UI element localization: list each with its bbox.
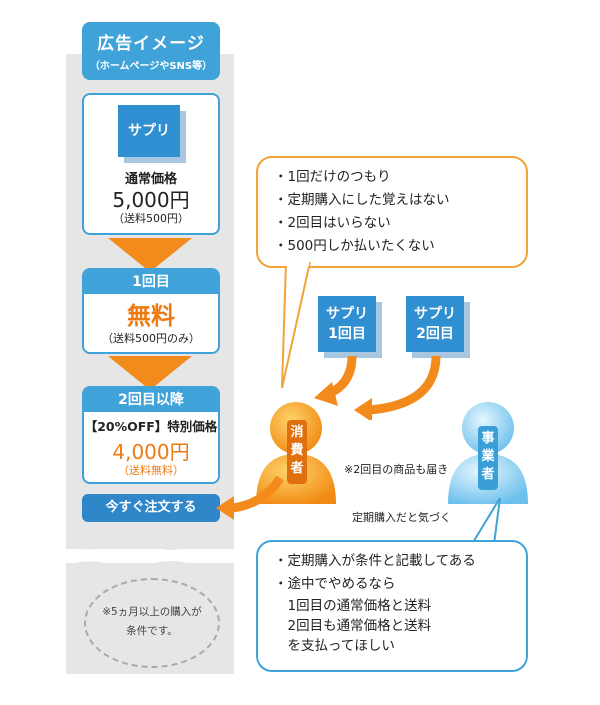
consumer-order-arrow (216, 476, 284, 520)
cube-line: 1回目 (328, 326, 366, 342)
condition-note-line: 条件です。 (126, 625, 178, 637)
arrival-note-line: 定期購入だと気づく (352, 511, 451, 524)
bubble-line: ・途中でやめるなら (274, 576, 396, 592)
cube-line: 2回目 (416, 326, 454, 342)
business-claims-bubble: ・定期購入が条件と記載してある ・途中でやめるなら 1回目の通常価格と送料 2回… (256, 540, 528, 672)
second-price: 4,000円 (112, 440, 190, 464)
second-time-label: 2回目以降 (84, 388, 218, 412)
down-arrow-icon (108, 356, 192, 390)
normal-shipping: （送料500円） (113, 212, 189, 225)
bubble-line: ・定期購入が条件と記載してある (274, 553, 476, 569)
supplement-box-2: サプリ 2回目 (406, 296, 464, 352)
arrival-note: ※2回目の商品も届き 定期購入だと気づく (344, 430, 451, 542)
condition-note-line: ※5ヵ月以上の購入が (102, 606, 202, 618)
second-discount: 【20%OFF】特別価格 (84, 419, 218, 434)
ad-title: 広告イメージ (97, 34, 205, 54)
first-time-price: 無料 (127, 302, 175, 330)
business-label: 事 業 者 (478, 426, 498, 490)
cube-line: サプリ (326, 306, 368, 322)
bubble-line: ・1回だけのつもり (274, 169, 391, 185)
bubble-line: ・定期購入にした覚えはない (274, 192, 450, 208)
condition-note: ※5ヵ月以上の購入が 条件です。 (84, 578, 220, 668)
consumer-thoughts-bubble: ・1回だけのつもり ・定期購入にした覚えはない ・2回目はいらない ・500円し… (256, 156, 528, 268)
arrival-note-line: ※2回目の商品も届き (344, 463, 449, 476)
delivery-arrows (314, 355, 441, 420)
second-shipping: （送料無料） (118, 464, 184, 477)
bubble-line: 2回目も通常価格と送料 (274, 618, 432, 634)
first-time-card: 1回目 (82, 268, 220, 354)
cube-line: サプリ (414, 306, 456, 322)
supplement-box-1: サプリ 1回目 (318, 296, 376, 352)
ad-title-box: 広告イメージ （ホームページやSNS等） (82, 22, 220, 80)
consumer-label: 消 費 者 (287, 420, 307, 484)
product-box: サプリ (118, 105, 180, 157)
order-now-button[interactable]: 今すぐ注文する (82, 494, 220, 522)
first-time-note: （送料500円のみ） (102, 332, 200, 345)
second-time-card: 2回目以降 (82, 386, 220, 484)
bubble-line: ・2回目はいらない (274, 215, 391, 231)
down-arrow-icon (108, 238, 192, 272)
bubble-line: ・500円しか払いたくない (274, 238, 435, 254)
bubble-line: を支払ってほしい (274, 638, 395, 654)
ad-subtitle: （ホームページやSNS等） (89, 61, 213, 72)
bubble-line: 1回目の通常価格と送料 (274, 598, 432, 614)
normal-price-label: 通常価格 (124, 172, 177, 187)
first-time-label: 1回目 (84, 270, 218, 294)
bubble-tail (471, 497, 501, 544)
bubble-tail (281, 262, 311, 389)
normal-price: 5,000円 (112, 188, 190, 212)
